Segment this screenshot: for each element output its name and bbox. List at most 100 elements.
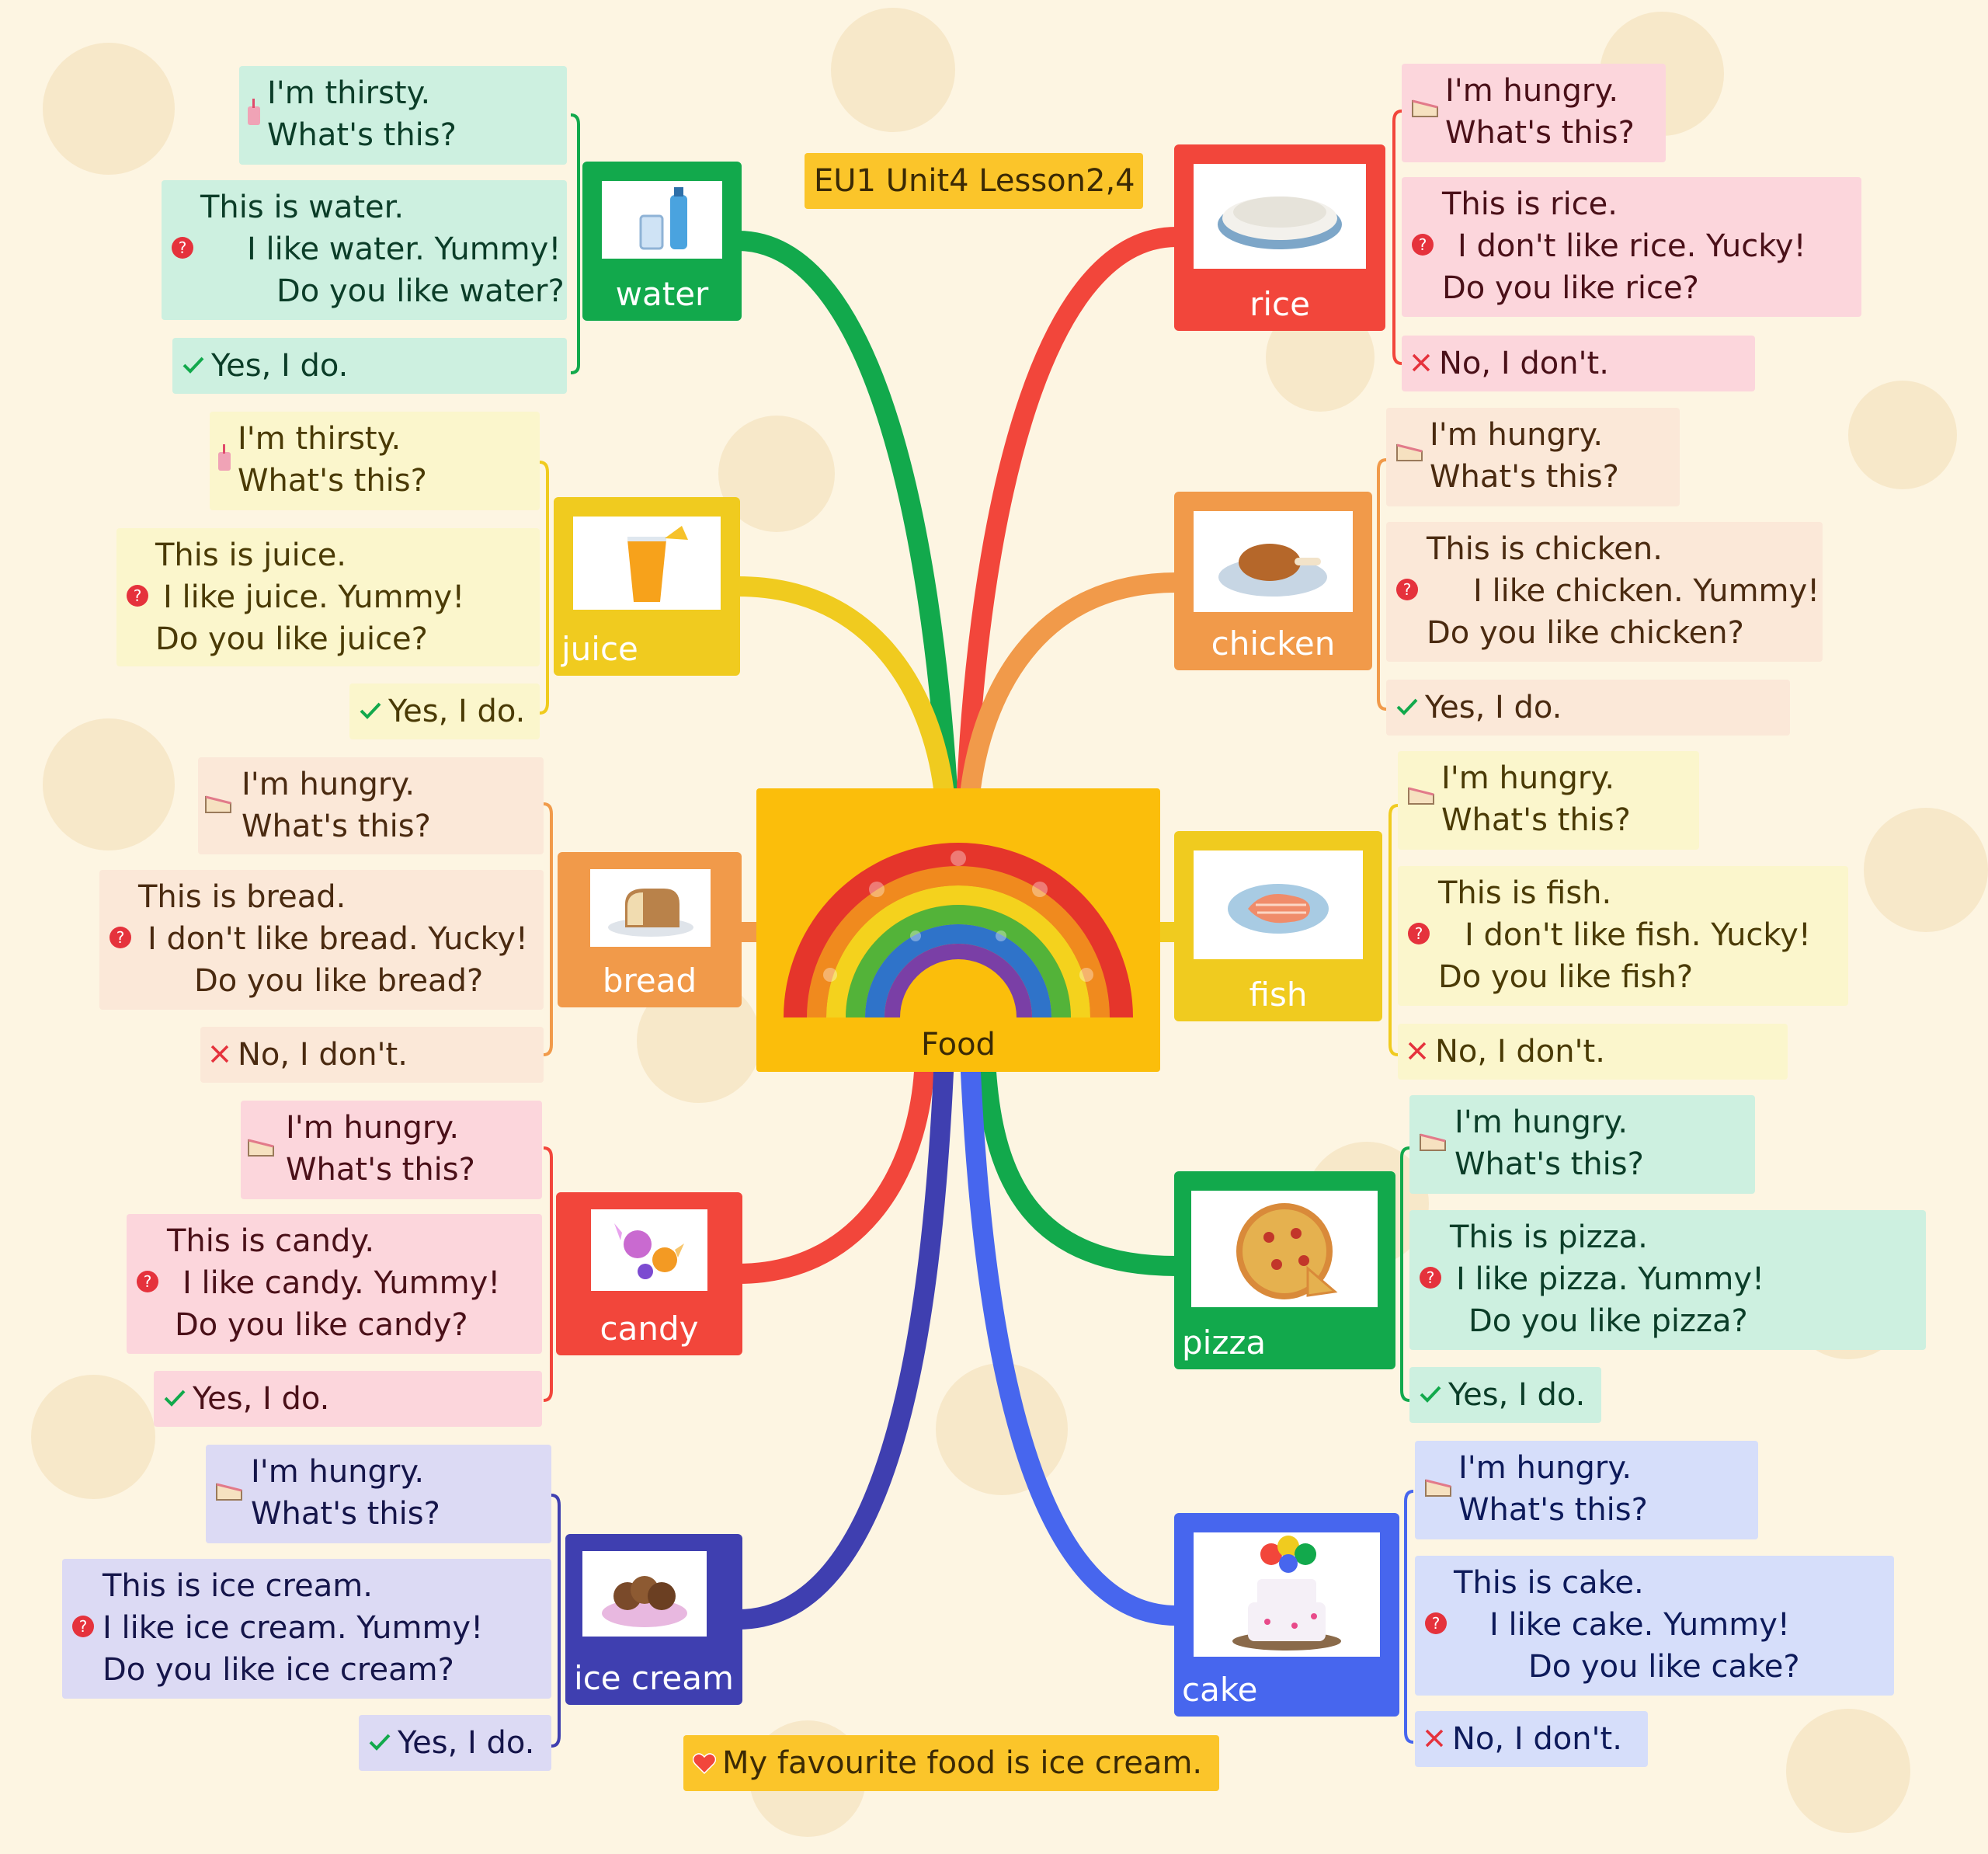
cake-slice-icon: [1412, 99, 1438, 117]
svg-text:?: ?: [116, 928, 125, 947]
ice-cream-statement-line-2: I like ice cream. Yummy!: [103, 1610, 484, 1646]
topic-node-ice-cream[interactable]: ice cream: [565, 1534, 742, 1705]
chicken-need-line-2: What's this?: [1430, 459, 1619, 495]
candy-need-line-2: What's this?: [286, 1152, 475, 1188]
water-need-line-1: I'm thirsty.: [267, 75, 431, 111]
check-mark-icon: [369, 1734, 391, 1751]
question-mark-icon: ?: [1425, 1612, 1447, 1634]
fish-statement-line-1: This is fish.: [1438, 875, 1612, 911]
check-mark-icon: [360, 702, 381, 719]
juice-need-line-1: I'm thirsty.: [238, 421, 401, 457]
pizza-need-line-2: What's this?: [1455, 1146, 1644, 1182]
ice-cream-need-line-1: I'm hungry.: [251, 1454, 425, 1490]
topic-node-juice[interactable]: juice: [554, 497, 740, 676]
rice-need-box: I'm hungry. What's this?: [1402, 64, 1666, 162]
water-label: water: [615, 275, 709, 313]
fish-answer-box: No, I don't.: [1398, 1024, 1788, 1080]
bread-need-line-2: What's this?: [242, 809, 431, 844]
lesson-title-text: EU1 Unit4 Lesson2,4: [814, 163, 1135, 199]
bread-statement-box: ? This is bread. I don't like bread. Yuc…: [99, 870, 544, 1010]
question-mark-icon: ?: [1396, 579, 1418, 600]
cross-mark-icon: [210, 1045, 229, 1063]
svg-text:?: ?: [179, 238, 187, 257]
rice-statement-box: ? This is rice. I don't like rice. Yucky…: [1402, 177, 1861, 317]
chicken-need-line-1: I'm hungry.: [1430, 417, 1604, 453]
topic-node-rice[interactable]: rice: [1174, 144, 1385, 331]
cross-mark-icon: [1425, 1729, 1444, 1748]
juice-need-box: I'm thirsty. What's this?: [210, 412, 540, 510]
water-image: [602, 181, 722, 259]
cake-need-line-2: What's this?: [1458, 1492, 1648, 1528]
chicken-statement-line-2: I like chicken. Yummy!: [1473, 573, 1820, 609]
cake-image: [1194, 1532, 1380, 1657]
question-mark-icon: ?: [72, 1616, 94, 1637]
topic-node-candy[interactable]: candy: [556, 1192, 742, 1355]
topic-node-pizza[interactable]: pizza: [1174, 1171, 1395, 1369]
candy-answer-text: Yes, I do.: [193, 1381, 330, 1417]
fish-need-box: I'm hungry. What's this?: [1398, 751, 1699, 850]
topic-node-chicken[interactable]: chicken: [1174, 492, 1372, 670]
juice-answer-text: Yes, I do.: [388, 694, 526, 729]
heart-icon: [693, 1753, 716, 1774]
cross-mark-icon: [1412, 353, 1430, 372]
cake-statement-box: ? This is cake. I like cake. Yummy! Do y…: [1415, 1556, 1894, 1696]
pizza-need-box: I'm hungry. What's this?: [1409, 1095, 1755, 1194]
bread-need-box: I'm hungry. What's this?: [198, 757, 544, 854]
candy-answer-box: Yes, I do.: [154, 1371, 542, 1427]
bread-need-line-1: I'm hungry.: [242, 767, 415, 802]
ice-cream-need-box: I'm hungry. What's this?: [206, 1445, 551, 1543]
fish-statement-line-3: Do you like fish?: [1438, 959, 1694, 995]
cake-answer-text: No, I don't.: [1452, 1721, 1622, 1757]
water-need-box: I'm thirsty. What's this?: [239, 66, 567, 165]
juice-statement-line-1: This is juice.: [155, 537, 347, 573]
svg-text:?: ?: [1403, 580, 1412, 599]
rice-label: rice: [1249, 285, 1310, 323]
candy-statement-box: ? This is candy. I like candy. Yummy! Do…: [127, 1214, 542, 1354]
fish-image: [1194, 850, 1363, 959]
cake-statement-line-1: This is cake.: [1454, 1565, 1644, 1601]
topic-node-water[interactable]: water: [582, 162, 742, 321]
fish-label: fish: [1249, 976, 1308, 1014]
favourite-food-text: My favourite food is ice cream.: [722, 1745, 1203, 1781]
center-label: Food: [921, 1027, 996, 1063]
center-node-food[interactable]: Food: [756, 788, 1160, 1072]
candy-need-box: I'm hungry. What's this?: [241, 1101, 542, 1199]
question-mark-icon: ?: [109, 927, 131, 948]
candy-label: candy: [600, 1310, 699, 1348]
topic-node-cake[interactable]: cake: [1174, 1513, 1399, 1717]
svg-text:?: ?: [1427, 1268, 1435, 1287]
svg-text:?: ?: [1419, 235, 1427, 254]
lesson-title: EU1 Unit4 Lesson2,4: [805, 153, 1143, 209]
check-mark-icon: [182, 357, 204, 374]
svg-text:?: ?: [79, 1617, 88, 1636]
cake-slice-icon: [216, 1483, 242, 1501]
cross-mark-icon: [1408, 1042, 1427, 1060]
rice-statement-line-2: I don't like rice. Yucky!: [1458, 228, 1806, 264]
juice-need-line-2: What's this?: [238, 463, 427, 499]
cake-statement-line-3: Do you like cake?: [1528, 1649, 1800, 1685]
topic-node-fish[interactable]: fish: [1174, 831, 1382, 1021]
pizza-answer-box: Yes, I do.: [1409, 1367, 1601, 1423]
bread-label: bread: [602, 962, 697, 1000]
topic-node-bread[interactable]: bread: [558, 852, 742, 1007]
ice-cream-need-line-2: What's this?: [251, 1496, 440, 1532]
ice-cream-statement-line-3: Do you like ice cream?: [103, 1652, 454, 1688]
question-mark-icon: ?: [137, 1271, 158, 1292]
cake-answer-box: No, I don't.: [1415, 1711, 1648, 1767]
water-answer-box: Yes, I do.: [172, 338, 567, 394]
rice-need-line-2: What's this?: [1445, 115, 1635, 151]
bread-answer-text: No, I don't.: [238, 1037, 408, 1073]
question-mark-icon: ?: [1420, 1267, 1441, 1289]
cake-slice-icon: [205, 795, 231, 813]
fish-need-line-2: What's this?: [1441, 802, 1631, 838]
svg-text:?: ?: [1415, 924, 1423, 943]
ice-cream-answer-box: Yes, I do.: [359, 1715, 551, 1771]
bread-image: [590, 869, 711, 947]
chicken-label: chicken: [1211, 624, 1336, 663]
pizza-label: pizza: [1182, 1324, 1267, 1362]
candy-statement-line-1: This is candy.: [167, 1223, 375, 1259]
pizza-image: [1191, 1191, 1378, 1307]
rice-statement-line-1: This is rice.: [1442, 186, 1618, 222]
